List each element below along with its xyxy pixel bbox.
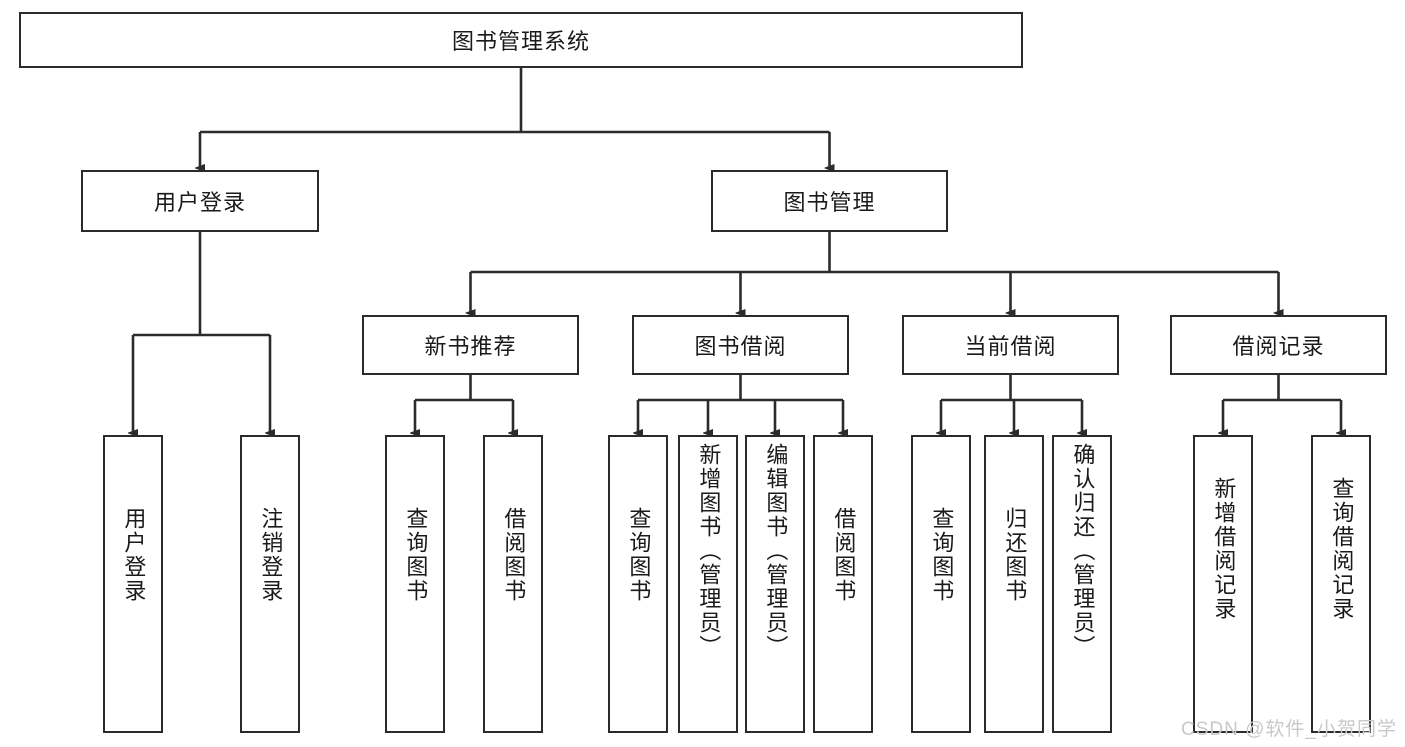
node-leaf-query-book-rec: 查询图书 — [385, 435, 445, 733]
node-label: 图书借阅 — [694, 334, 787, 359]
node-leaf-return-book: 归还图书 — [984, 435, 1044, 733]
node-leaf-confirm-return: 确认归还（管理员） — [1052, 435, 1112, 733]
node-borrow-record: 借阅记录 — [1170, 315, 1387, 375]
node-label: 新增借阅记录 — [1211, 477, 1237, 621]
node-label: 确认归还（管理员） — [1070, 443, 1096, 659]
node-label: 查询借阅记录 — [1329, 477, 1355, 621]
node-label: 归还图书 — [1002, 507, 1028, 603]
node-label: 当前借阅 — [964, 334, 1057, 359]
node-label: 借阅图书 — [831, 507, 857, 603]
node-user-login: 用户登录 — [81, 170, 319, 232]
node-label: 借阅图书 — [501, 507, 527, 603]
node-leaf-add-book: 新增图书（管理员） — [678, 435, 738, 733]
node-leaf-query-record: 查询借阅记录 — [1311, 435, 1371, 733]
node-leaf-borrow-book-rec: 借阅图书 — [483, 435, 543, 733]
node-leaf-query-book-borrow: 查询图书 — [608, 435, 668, 733]
node-new-book-rec: 新书推荐 — [362, 315, 579, 375]
node-label: 图书管理 — [783, 190, 876, 215]
watermark-text: CSDN @软件_小贺同学 — [1181, 719, 1397, 740]
node-label: 查询图书 — [929, 507, 955, 603]
node-current-borrow: 当前借阅 — [902, 315, 1119, 375]
node-leaf-query-book-cur: 查询图书 — [911, 435, 971, 733]
node-root: 图书管理系统 — [19, 12, 1023, 68]
node-label: 新书推荐 — [424, 334, 517, 359]
node-leaf-edit-book: 编辑图书（管理员） — [745, 435, 805, 733]
node-leaf-add-record: 新增借阅记录 — [1193, 435, 1253, 733]
node-leaf-borrow-book: 借阅图书 — [813, 435, 873, 733]
node-label: 查询图书 — [403, 507, 429, 603]
node-label: 编辑图书（管理员） — [763, 443, 789, 659]
node-label: 新增图书（管理员） — [696, 443, 722, 659]
node-leaf-user-login: 用户登录 — [103, 435, 163, 733]
node-label: 图书管理系统 — [451, 29, 590, 54]
node-book-manage: 图书管理 — [711, 170, 948, 232]
node-leaf-user-logout: 注销登录 — [240, 435, 300, 733]
node-label: 用户登录 — [121, 507, 147, 603]
node-label: 用户登录 — [153, 190, 246, 215]
node-label: 借阅记录 — [1232, 334, 1325, 359]
node-label: 注销登录 — [258, 507, 284, 603]
node-book-borrow: 图书借阅 — [632, 315, 849, 375]
node-label: 查询图书 — [626, 507, 652, 603]
